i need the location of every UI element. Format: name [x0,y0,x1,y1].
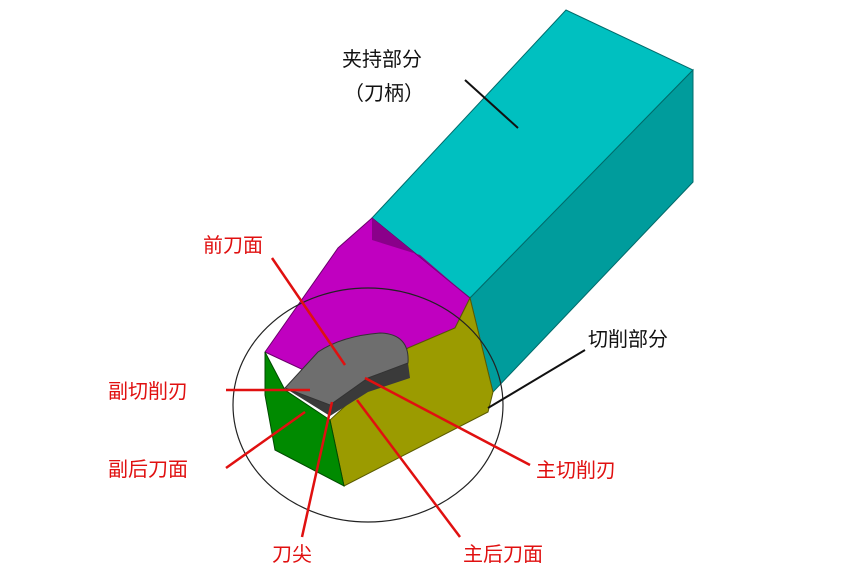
rake-face-leader [270,257,347,366]
holding-part-leader [464,79,519,129]
holding-part-note-label: （刀柄） [344,81,424,105]
major-cutting-edge-leader [364,376,531,467]
minor-cutting-edge-label: 副切削刃 [108,379,188,403]
cutting-part-leader [487,349,586,409]
rake-face-label: 前刀面 [203,233,263,257]
holding-part-label: 夹持部分 [342,47,422,71]
major-flank-leader [356,399,461,538]
minor-flank-leader [225,410,306,470]
minor-flank-label: 副后刀面 [108,457,188,481]
tool-tip-leader [300,401,334,538]
rake-shadow [372,218,470,298]
tool-tip-label: 刀尖 [272,542,312,566]
major-flank-label: 主后刀面 [463,542,543,566]
cutting-part-label: 切削部分 [588,327,668,351]
major-cutting-edge-label: 主切削刃 [536,458,616,482]
cutting-part-outline [232,287,504,523]
